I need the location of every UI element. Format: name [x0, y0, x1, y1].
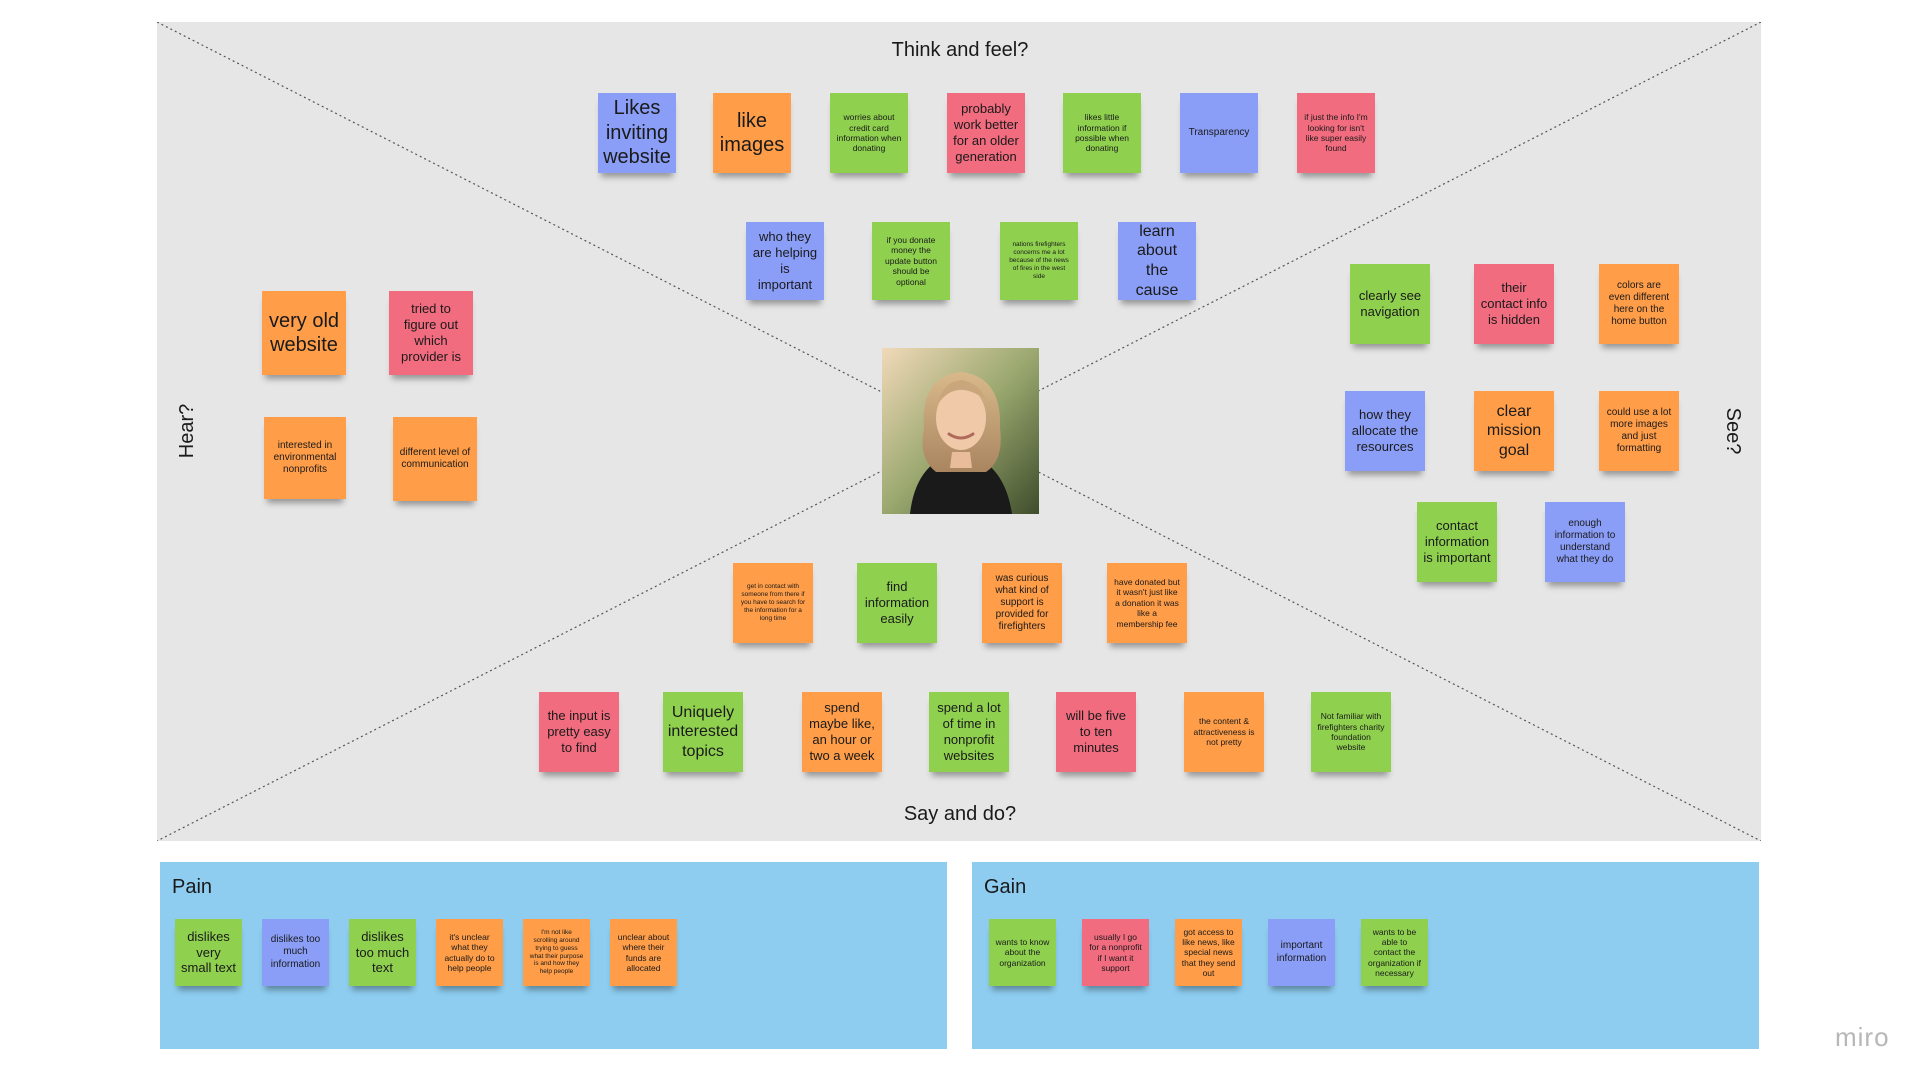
sticky-note[interactable]: the input is pretty easy to find	[539, 692, 619, 772]
sticky-note[interactable]: I'm not like scrolling around trying to …	[523, 919, 590, 986]
sticky-note[interactable]: nations firefighters concerns me a lot b…	[1000, 222, 1078, 300]
sticky-note[interactable]: important information	[1268, 919, 1335, 986]
sticky-note[interactable]: wants to know about the organization	[989, 919, 1056, 986]
sticky-note[interactable]: spend maybe like, an hour or two a week	[802, 692, 882, 772]
label-see: See?	[1722, 407, 1744, 455]
sticky-note[interactable]: will be five to ten minutes	[1056, 692, 1136, 772]
sticky-note[interactable]: was curious what kind of support is prov…	[982, 563, 1062, 643]
sticky-note[interactable]: the content & attractiveness is not pret…	[1184, 692, 1264, 772]
sticky-note[interactable]: Likes inviting website	[598, 93, 676, 173]
sticky-note[interactable]: spend a lot of time in nonprofit website…	[929, 692, 1009, 772]
sticky-note[interactable]: Transparency	[1180, 93, 1258, 173]
sticky-note[interactable]: like images	[713, 93, 791, 173]
sticky-note[interactable]: got access to like news, like special ne…	[1175, 919, 1242, 986]
sticky-note[interactable]: have donated but it wasn't just like a d…	[1107, 563, 1187, 643]
sticky-note[interactable]: different level of communication	[393, 417, 477, 501]
sticky-note[interactable]: dislikes too much text	[349, 919, 416, 986]
gain-panel: Gain wants to know about the organizatio…	[972, 862, 1759, 1049]
sticky-note[interactable]: find information easily	[857, 563, 937, 643]
label-say-and-do: Say and do?	[903, 803, 1017, 825]
pain-title: Pain	[172, 876, 213, 898]
sticky-note[interactable]: probably work better for an older genera…	[947, 93, 1025, 173]
sticky-note[interactable]: their contact info is hidden	[1474, 264, 1554, 344]
sticky-note[interactable]: get in contact with someone from there i…	[733, 563, 813, 643]
sticky-note[interactable]: clearly see navigation	[1350, 264, 1430, 344]
gain-title: Gain	[984, 876, 1027, 898]
persona-photo	[882, 348, 1039, 514]
sticky-note[interactable]: who they are helping is important	[746, 222, 824, 300]
label-hear: Hear?	[176, 403, 198, 459]
sticky-note[interactable]: colors are even different here on the ho…	[1599, 264, 1679, 344]
label-think-and-feel: Think and feel?	[891, 39, 1029, 61]
sticky-note[interactable]: clear mission goal	[1474, 391, 1554, 471]
sticky-note[interactable]: enough information to understand what th…	[1545, 502, 1625, 582]
sticky-note[interactable]: dislikes too much information	[262, 919, 329, 986]
sticky-note[interactable]: wants to be able to contact the organiza…	[1361, 919, 1428, 986]
sticky-note[interactable]: interested in environmental nonprofits	[264, 417, 346, 499]
sticky-note[interactable]: learn about the cause	[1118, 222, 1196, 300]
miro-logo: miro	[1835, 1022, 1890, 1052]
sticky-note[interactable]: unclear about where their funds are allo…	[610, 919, 677, 986]
sticky-note[interactable]: usually I go for a nonprofit if I want i…	[1082, 919, 1149, 986]
sticky-note[interactable]: Not familiar with firefighters charity f…	[1311, 692, 1391, 772]
sticky-note[interactable]: likes little information if possible whe…	[1063, 93, 1141, 173]
sticky-note[interactable]: contact information is important	[1417, 502, 1497, 582]
sticky-note[interactable]: if you donate money the update button sh…	[872, 222, 950, 300]
sticky-note[interactable]: worries about credit card information wh…	[830, 93, 908, 173]
sticky-note[interactable]: tried to figure out which provider is	[389, 291, 473, 375]
sticky-note[interactable]: dislikes very small text	[175, 919, 242, 986]
sticky-note[interactable]: could use a lot more images and just for…	[1599, 391, 1679, 471]
sticky-note[interactable]: very old website	[262, 291, 346, 375]
sticky-note[interactable]: how they allocate the resources	[1345, 391, 1425, 471]
pain-panel: Pain dislikes very small text dislikes t…	[160, 862, 947, 1049]
sticky-note[interactable]: it's unclear what they actually do to he…	[436, 919, 503, 986]
sticky-note[interactable]: if just the info I'm looking for isn't l…	[1297, 93, 1375, 173]
sticky-note[interactable]: Uniquely interested topics	[663, 692, 743, 772]
